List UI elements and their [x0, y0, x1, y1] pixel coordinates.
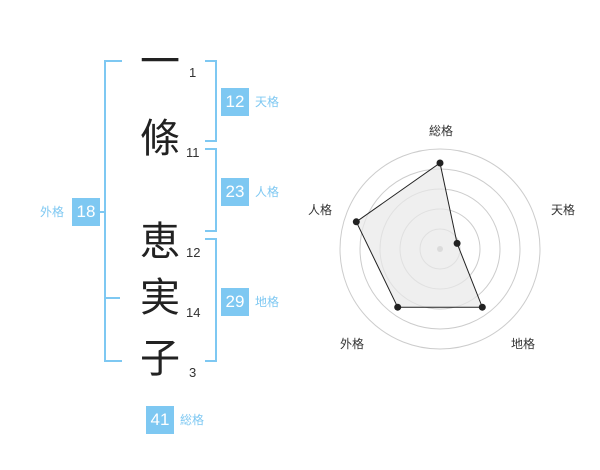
radar-series-polygon — [355, 162, 484, 308]
tenkaku-value: 12 — [221, 88, 249, 116]
chikaku-bracket — [205, 238, 217, 362]
gaikaku-bracket-divider — [104, 297, 120, 299]
soukaku-label: 総格 — [180, 413, 205, 427]
tenkaku-label: 天格 — [255, 95, 280, 109]
tenkaku-bracket — [205, 60, 217, 142]
name-char-5: 子 — [140, 336, 180, 382]
stroke-count-1: 1 — [189, 65, 197, 80]
jinkaku-bracket — [205, 148, 217, 232]
stroke-count-5: 3 — [189, 365, 197, 380]
radar-axis-label-jinkaku: 人格 — [308, 203, 333, 217]
radar-ring-5 — [339, 148, 541, 350]
name-char-1: 一 — [140, 39, 180, 85]
radar-point-1 — [453, 239, 461, 247]
radar-axis-label-soukaku: 総格 — [429, 124, 454, 138]
radar-axis-label-gaikaku: 外格 — [340, 337, 365, 351]
radar-axis-label-chikaku: 地格 — [511, 337, 536, 351]
jinkaku-value: 23 — [221, 178, 249, 206]
name-char-2: 條 — [140, 116, 180, 162]
stroke-count-3: 12 — [186, 245, 201, 260]
radar-axis-label-tenkaku: 天格 — [551, 203, 576, 217]
radar-point-4 — [352, 218, 360, 226]
gaikaku-value: 18 — [72, 198, 100, 226]
radar-point-3 — [394, 303, 402, 311]
stroke-count-4: 14 — [186, 305, 201, 320]
gaikaku-label: 外格 — [40, 205, 65, 219]
soukaku-value: 41 — [146, 406, 174, 434]
radar-point-0 — [436, 159, 444, 167]
name-char-3: 恵 — [140, 219, 180, 265]
stroke-count-2: 11 — [186, 145, 200, 160]
jinkaku-label: 人格 — [255, 185, 280, 199]
chikaku-value: 29 — [221, 288, 249, 316]
gaikaku-bracket-connector — [98, 211, 106, 213]
name-char-4: 実 — [140, 275, 180, 321]
radar-point-2 — [478, 303, 486, 311]
chikaku-label: 地格 — [255, 295, 280, 309]
